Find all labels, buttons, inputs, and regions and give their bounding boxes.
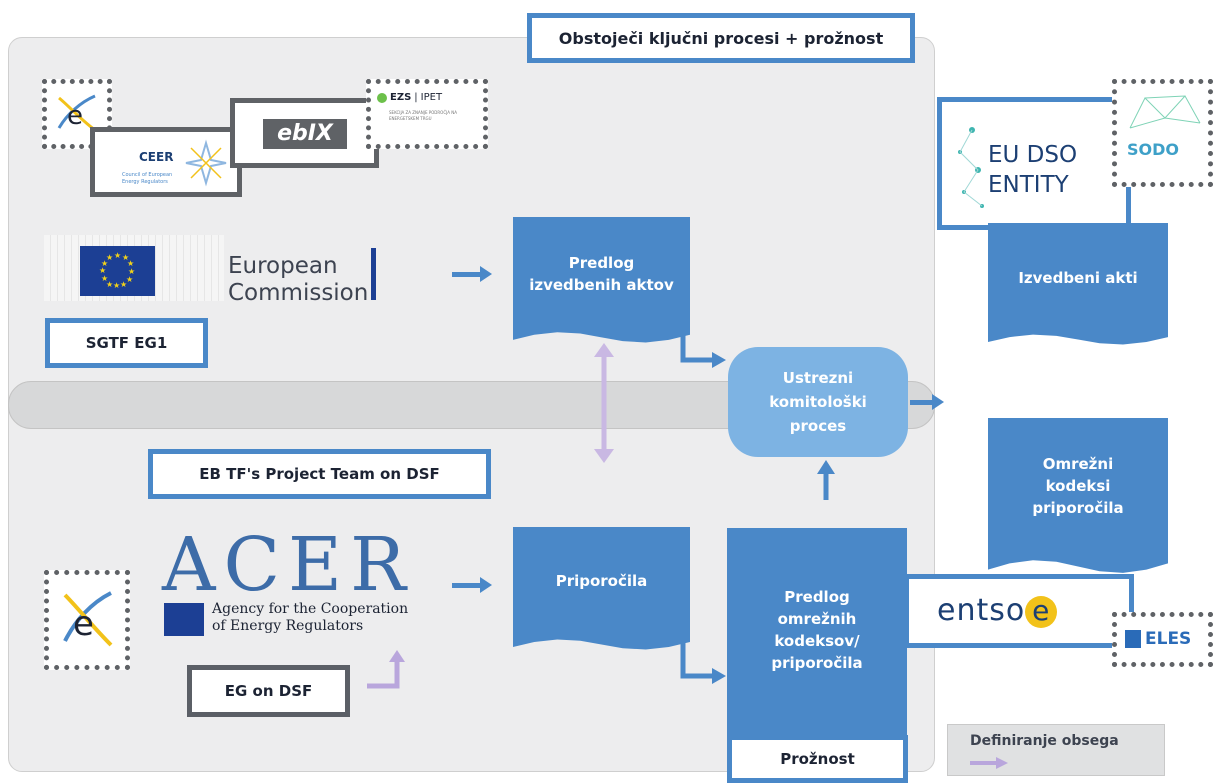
ceer-name: CEER (139, 150, 174, 164)
ezs-suffix: IPET (420, 92, 443, 103)
omrezni-line3: priporočila (1032, 499, 1124, 517)
ezs-sep: | (414, 92, 418, 103)
svg-text:★: ★ (128, 267, 135, 276)
eu-dso-line1: EU DSO (988, 142, 1078, 168)
arrow-komit-out (910, 394, 944, 410)
eu-energy-logo-bottom: e (44, 570, 130, 670)
eb-tf-box: EB TF's Project Team on DSF (148, 449, 491, 499)
ec-line1: European (228, 253, 338, 279)
e-logo-icon-bottom: e (63, 591, 113, 647)
arrow-up-to-komit (817, 460, 835, 500)
komitoloski-proces: Ustrezni komitološki proces (728, 347, 908, 457)
acer-eu-flag-icon (164, 603, 204, 636)
svg-text:★: ★ (120, 280, 127, 289)
eb-tf-label: EB TF's Project Team on DSF (199, 465, 440, 483)
predlog-omr-line4: priporočila (771, 654, 863, 672)
svg-text:★: ★ (101, 259, 108, 268)
eu-dso-line2: ENTITY (988, 172, 1069, 198)
priporocila-label: Priporočila (555, 571, 648, 590)
proznost-label: Prožnost (780, 750, 855, 768)
ceer-sub1: Council of European (122, 172, 173, 178)
predlog-izv-line1: Predlog (568, 254, 635, 272)
predlog-izv-line2: izvedbenih aktov (529, 276, 674, 294)
predlog-omr-line1: Predlog (784, 588, 850, 606)
svg-text:★: ★ (106, 280, 113, 289)
sodo-network-icon (1129, 95, 1201, 129)
svg-text:★: ★ (99, 266, 106, 275)
acer-big: ACER (162, 522, 414, 608)
sodo-name: SODO (1127, 140, 1180, 159)
legend-box: Definiranje obsega (947, 724, 1165, 776)
acer-name: Agency for the Cooperation of Energy Reg… (212, 601, 408, 635)
ezs-leaf-icon (377, 92, 387, 103)
ebix-text: ebIX (263, 119, 347, 149)
omrezni-line2: kodeksi (1045, 477, 1111, 495)
svg-text:★: ★ (126, 275, 133, 284)
ceer-sub: Council of European Energy Regulators (122, 172, 172, 186)
top-title: Obstoječi ključni procesi + prožnost (558, 28, 884, 48)
sgtf-label: SGTF EG1 (85, 334, 168, 352)
svg-text:★: ★ (101, 274, 108, 283)
sgtf-box: SGTF EG1 (45, 318, 208, 368)
komit-line2: komitološki (769, 393, 867, 411)
ezs-name: EZS (390, 92, 412, 103)
ceer-sub2: Energy Regulators (122, 179, 168, 185)
arrow-ec-to-predlog (452, 266, 492, 282)
svg-text:e: e (73, 604, 94, 644)
arrow-priporocila-to-predlog-omr (680, 640, 726, 684)
svg-text:★: ★ (113, 281, 120, 290)
eu-dso-entity-logo: EU DSO ENTITY (937, 97, 1131, 230)
svg-text:★: ★ (127, 259, 134, 268)
eg-dsf-box: EG on DSF (187, 665, 350, 717)
eles-mark-icon (1125, 630, 1141, 648)
svg-text:★: ★ (106, 253, 113, 262)
eles-logo: ELES (1112, 612, 1213, 667)
ec-name: European Commission (228, 253, 368, 307)
svg-text:★: ★ (114, 251, 121, 260)
eg-dsf-label: EG on DSF (224, 682, 313, 700)
predlog-omreznih-kodeksov: Predlog omrežnih kodeksov/ priporočila (727, 528, 907, 760)
arrow-acer-to-priporocila (452, 577, 492, 593)
ec-divider (371, 248, 376, 300)
ebix-logo: ebIX (230, 98, 379, 168)
omrezni-kodeksi: Omrežni kodeksi priporočila (988, 418, 1168, 573)
eu-energy-logo-top: e (42, 79, 112, 149)
sodo-logo: SODO (1112, 79, 1213, 187)
svg-text:e: e (67, 101, 83, 131)
dso-network-icon (958, 127, 984, 208)
entsoe-e: e (1025, 596, 1058, 628)
svg-text:★: ★ (122, 253, 129, 262)
izvedbeni-label: Izvedbeni akti (1018, 269, 1138, 287)
legend-label: Definiranje obsega (970, 733, 1119, 749)
arrow-eg-up-lavender (367, 650, 405, 689)
izvedbeni-akti: Izvedbeni akti (988, 223, 1168, 345)
acer-line2: of Energy Regulators (212, 618, 364, 634)
ceer-logo: CEER Council of European Energy Regulato… (90, 127, 242, 197)
ec-line2: Commission (228, 280, 369, 306)
double-arrow-lavender (594, 343, 614, 463)
entsoe-main: entso (937, 593, 1026, 628)
arrow-predlog-to-komit (680, 330, 726, 368)
predlog-omr-line3: kodeksov/ (774, 632, 860, 650)
proznost-box: Prožnost (727, 735, 908, 783)
ezs-ipet-logo: EZS | IPET SEKCIJA ZA ZNANJE PODROČJA NA… (366, 79, 488, 149)
komit-line3: proces (789, 417, 847, 435)
acer-line1: Agency for the Cooperation (212, 601, 409, 617)
komit-line1: Ustrezni (782, 369, 854, 387)
ezs-title: EZS | IPET (377, 92, 442, 103)
priporocila: Priporočila (513, 527, 690, 650)
omrezni-line1: Omrežni (1042, 455, 1114, 473)
eu-flag-icon: ★★★★ ★★★★ ★★★★ (80, 246, 155, 296)
ceer-star-icon (185, 139, 227, 187)
legend-arrow-icon (970, 757, 1008, 769)
predlog-omr-line2: omrežnih (777, 610, 857, 628)
ezs-sub: SEKCIJA ZA ZNANJE PODROČJA NA ENERGETSKE… (389, 110, 457, 121)
eles-name: ELES (1145, 629, 1192, 649)
predlog-izvedbenih-aktov: Predlog izvedbenih aktov (513, 217, 690, 343)
eles-content: ELES (1125, 629, 1191, 649)
top-title-box: Obstoječi ključni procesi + prožnost (527, 13, 915, 63)
eu-dso-name: EU DSO ENTITY (988, 140, 1077, 200)
